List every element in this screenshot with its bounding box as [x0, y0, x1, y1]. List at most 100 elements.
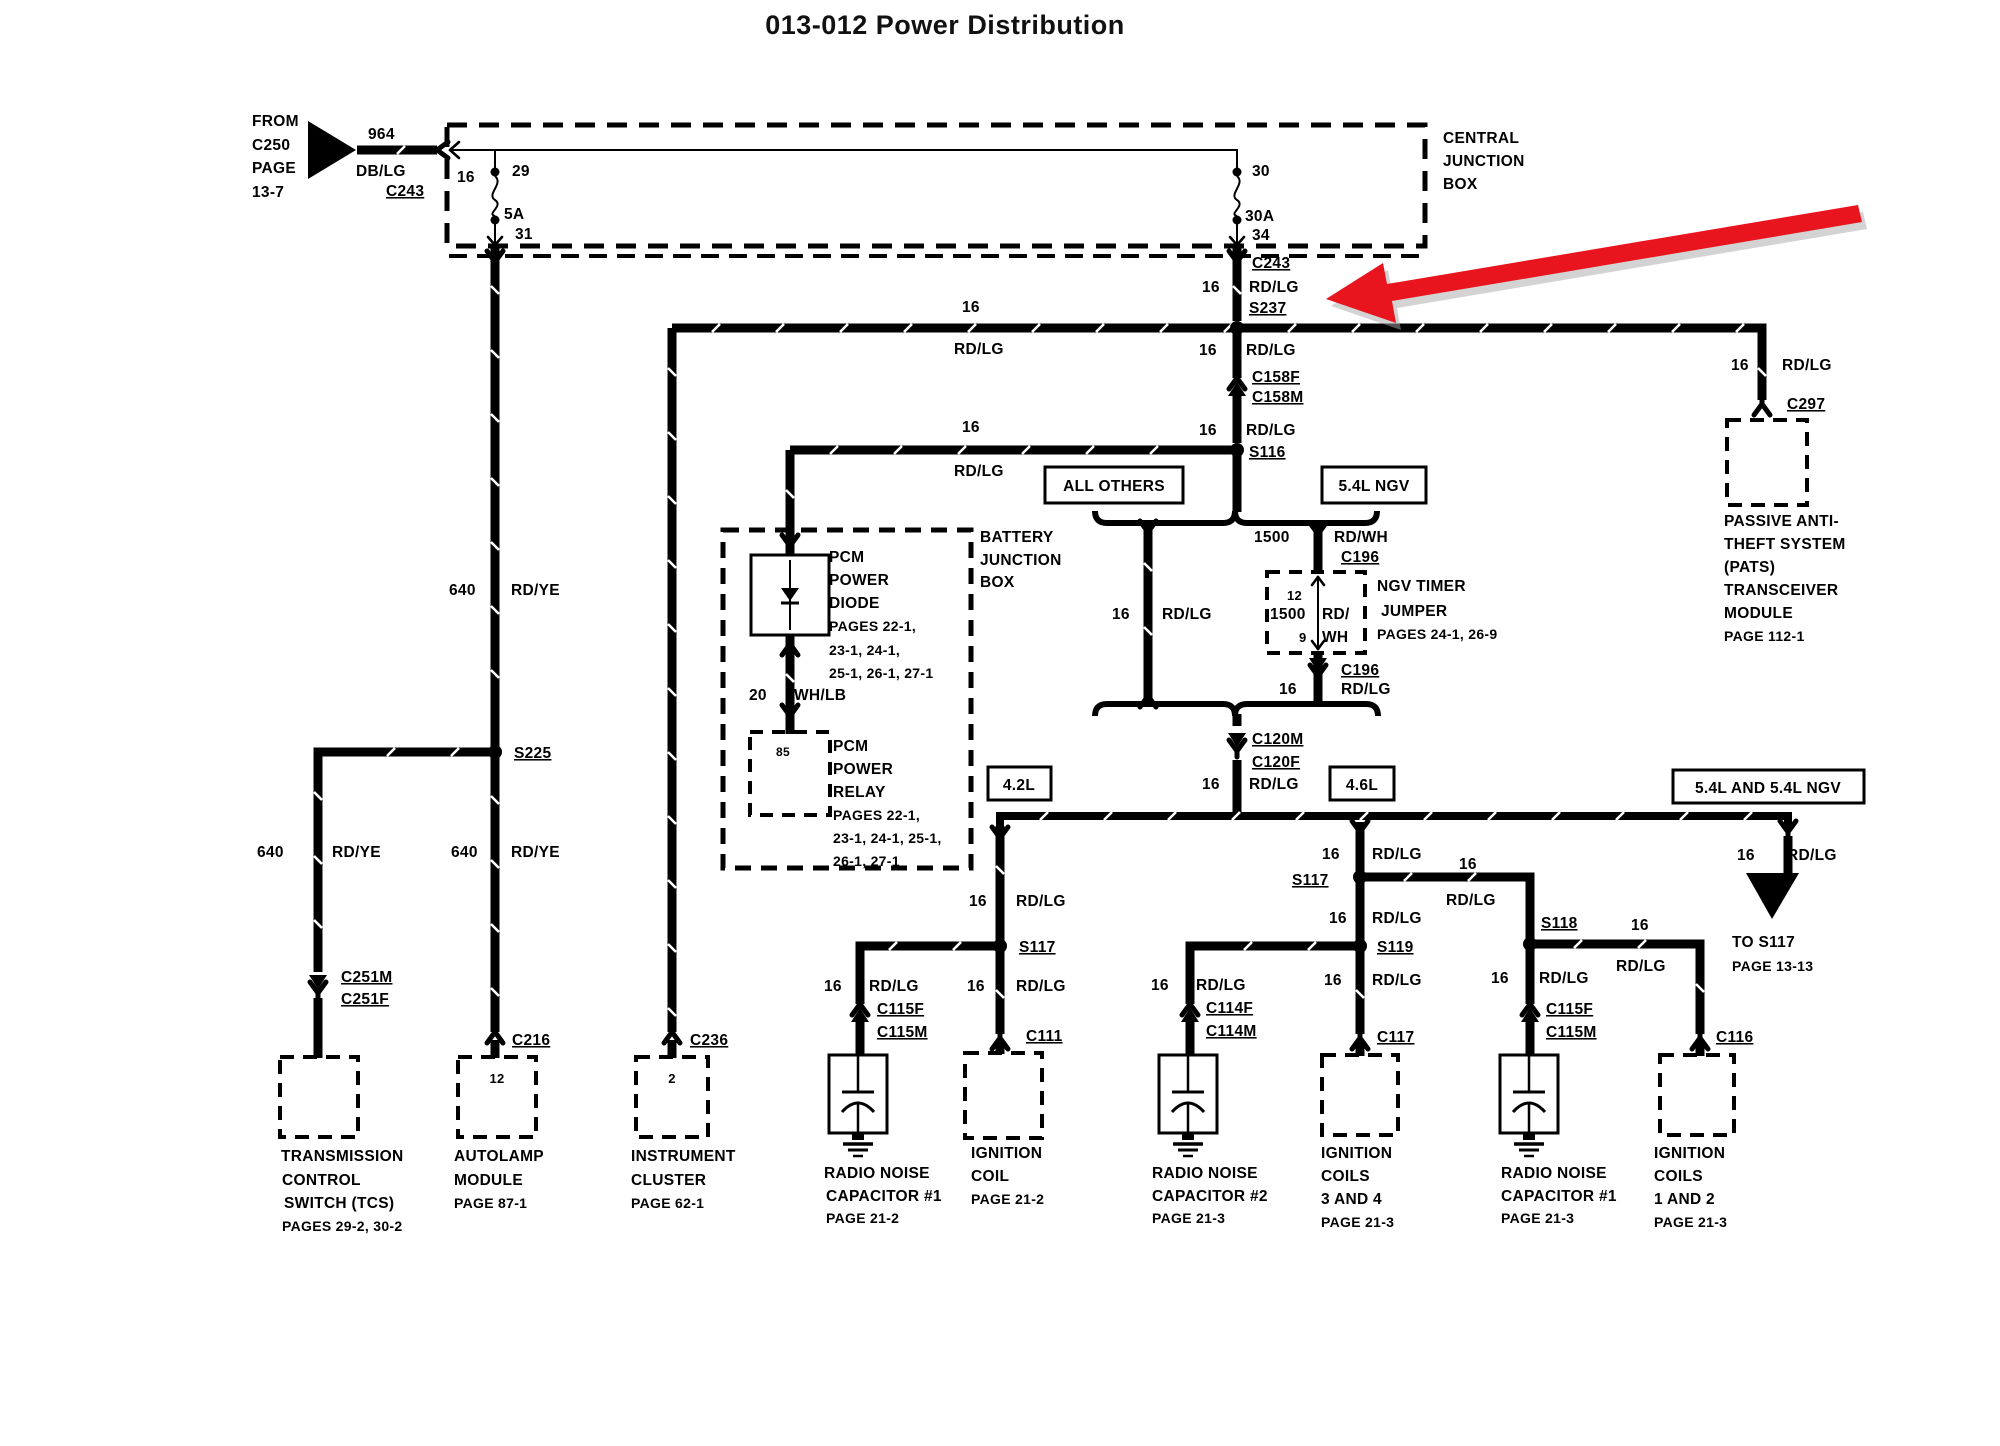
option-54l-and-ngv: 5.4L AND 5.4L NGV [1695, 780, 1841, 797]
gauge-16: 16 [962, 299, 980, 316]
wire-hatch [1021, 445, 1031, 455]
option-all-others: ALL OTHERS [1063, 478, 1165, 495]
54l-ngv-option-box [1320, 465, 1428, 505]
relay-pages-1: PAGES 22-1, [833, 807, 920, 823]
coils12-label-3: 1 AND 2 [1654, 1191, 1715, 1208]
gauge-16: 16 [1279, 681, 1297, 698]
splice-s117-left [993, 939, 1007, 953]
coils34-pages: PAGE 21-3 [1321, 1214, 1394, 1230]
fuse-29-5a-dot [490, 215, 500, 225]
wire-hatch [1543, 323, 1553, 333]
option-46l: 4.6L [1346, 777, 1378, 794]
gauge-16: 16 [962, 419, 980, 436]
relay-pin-85: 85 [776, 745, 790, 759]
radio-noise-capacitor-1-plate2 [840, 1101, 876, 1114]
wire-hatch [1423, 811, 1433, 821]
inline-connector-c120 [1226, 737, 1248, 760]
connector-fork [779, 702, 801, 725]
wire-hatch [1307, 941, 1317, 951]
diode-label-2: POWER [829, 572, 889, 589]
gauge-16: 16 [969, 893, 987, 910]
wire-hatch [1287, 323, 1297, 333]
cjb-internal-run [451, 149, 1238, 170]
wire-s118-right [1534, 939, 1705, 1034]
bjb-label-1: BATTERY [980, 529, 1054, 546]
wire-color-rdlg: RD/LG [1162, 606, 1212, 623]
wire-hatch [1679, 811, 1689, 821]
cluster-label-1: INSTRUMENT [631, 1148, 736, 1165]
wire-s119-left [1185, 941, 1356, 1004]
all-others-option-box [1043, 465, 1185, 505]
splice-s116-label: S116 [1249, 444, 1286, 461]
bjb-label-3: BOX [980, 574, 1015, 591]
inline-connector-c158 [1226, 369, 1248, 392]
circuit-964: 964 [368, 126, 395, 143]
connector-c114f: C114F [1206, 1000, 1253, 1017]
relay-pages-2: 23-1, 24-1, 25-1, [833, 830, 942, 846]
gauge-640: 640 [451, 844, 478, 861]
ignition-coils12-box [1658, 1053, 1736, 1137]
connector-c158m: C158M [1252, 389, 1303, 406]
connector-fork [1349, 1029, 1371, 1052]
battery-junction-box [720, 527, 974, 871]
connector-c115m-left: C115M [877, 1024, 928, 1041]
wire-hatch [1743, 811, 1753, 821]
jumper-arrow-top [1316, 575, 1326, 587]
wire-hatch [667, 367, 677, 377]
autolamp-pin-12: 12 [489, 1071, 504, 1086]
wire-hatch [1231, 811, 1241, 821]
connector-fork [1226, 248, 1248, 271]
jumper-pin-9: 9 [1299, 630, 1307, 645]
gauge-1500: 1500 [1254, 529, 1290, 546]
wire-hatch [1479, 323, 1489, 333]
red-arrow-annotation [1326, 205, 1862, 323]
splice-s117-right [1353, 870, 1367, 884]
inline-connector-c115-right [1519, 995, 1541, 1018]
wire-hatch [1415, 323, 1425, 333]
wire-hatch [1143, 562, 1153, 572]
wire-color-rdlg: RD/LG [1246, 422, 1296, 439]
gauge-16: 16 [1202, 279, 1220, 296]
splice-s119-label: S119 [1377, 939, 1414, 956]
coils34-label-2: COILS [1321, 1168, 1370, 1185]
wire-hatch [1031, 323, 1041, 333]
radio-noise-capacitor-3-ground-stud [1523, 1133, 1535, 1140]
cap3-pages: PAGE 21-3 [1501, 1210, 1574, 1226]
wire-color-rdwh: RD/WH [1334, 529, 1388, 546]
splice-s118-label: S118 [1541, 915, 1578, 932]
42l-option-box [986, 765, 1053, 802]
wire-hatch [490, 795, 500, 805]
coils34-label-3: 3 AND 4 [1321, 1191, 1382, 1208]
cjb-entry-arrow [448, 148, 461, 160]
wire-hatch [995, 865, 1005, 875]
wire-hatch [1551, 811, 1561, 821]
wire-hatch [1757, 367, 1767, 377]
connector-fork [484, 248, 506, 271]
diode-pages-2: 23-1, 24-1, [829, 642, 900, 658]
pats-line1: PASSIVE ANTI- [1724, 513, 1839, 530]
diode-pages-1: PAGES 22-1, [829, 618, 916, 634]
wire-s225-left [313, 747, 499, 972]
wire-hatch [1573, 939, 1583, 949]
wire-hatch [775, 323, 785, 333]
wire-hatch [957, 445, 967, 455]
gauge-16: 16 [967, 978, 985, 995]
inline-connector-c251 [309, 975, 327, 989]
cap3-label-2: CAPACITOR #1 [1501, 1188, 1617, 1205]
connector-fork [661, 1023, 683, 1046]
fuse-rating-5a: 5A [504, 206, 524, 223]
fuse-30-30a-dot [1232, 215, 1242, 225]
wire-color-rdlg: RD/LG [1249, 776, 1299, 793]
inline-connector-c114 [1181, 1008, 1199, 1022]
wire-hatch [1735, 323, 1745, 333]
wire-hatch [667, 687, 677, 697]
cjb-label-2: JUNCTION [1443, 153, 1525, 170]
jumper-gauge-1500: 1500 [1270, 606, 1306, 623]
jumper-color-rd: RD/ [1322, 606, 1350, 623]
cjb-label-3: BOX [1443, 176, 1478, 193]
wire-main-horizontal [672, 323, 1767, 400]
connector-c297: C297 [1787, 396, 1825, 413]
wire-hatch [1615, 811, 1625, 821]
coils12-pages: PAGE 21-3 [1654, 1214, 1727, 1230]
